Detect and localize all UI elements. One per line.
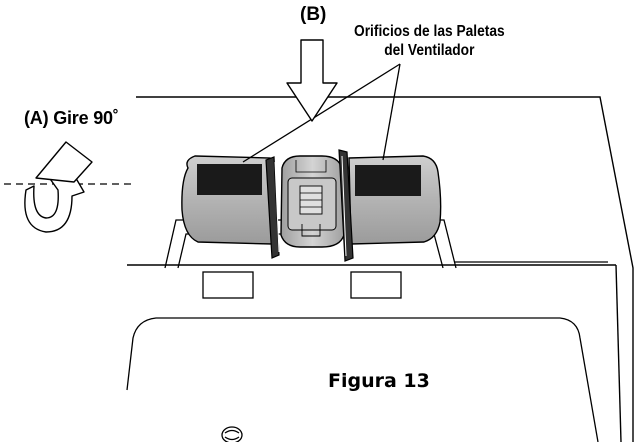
- fan-blade-hole-right: [355, 165, 421, 196]
- fan-holes-label-line2: del Ventilador: [384, 42, 475, 59]
- rotate-arrow-icon: [24, 141, 93, 233]
- lower-panel: [126, 317, 599, 443]
- down-arrow-icon: [286, 39, 338, 122]
- fan-holes-label-line1: Orificios de las Paletas: [354, 23, 505, 40]
- blower-motor: [280, 155, 345, 248]
- leader-lines: [242, 63, 401, 163]
- screw-icon: [221, 426, 243, 444]
- bracket-left: [265, 156, 280, 259]
- blower-housing-right: [348, 155, 442, 245]
- blower-housing-left: [181, 155, 273, 245]
- fan-holes-label: Orificios de las Paletas del Ventilador: [354, 22, 505, 60]
- fan-blade-hole-left: [197, 164, 262, 195]
- cabinet-outline: [127, 96, 634, 443]
- rotate-label: (A) Gire 90˚: [24, 108, 119, 128]
- tray-slot-right: [350, 271, 402, 299]
- arrow-b-label: (B): [300, 4, 327, 25]
- bracket-right: [338, 149, 354, 262]
- figure-caption: Figura 13: [328, 370, 430, 392]
- tray-slot-left: [202, 271, 254, 299]
